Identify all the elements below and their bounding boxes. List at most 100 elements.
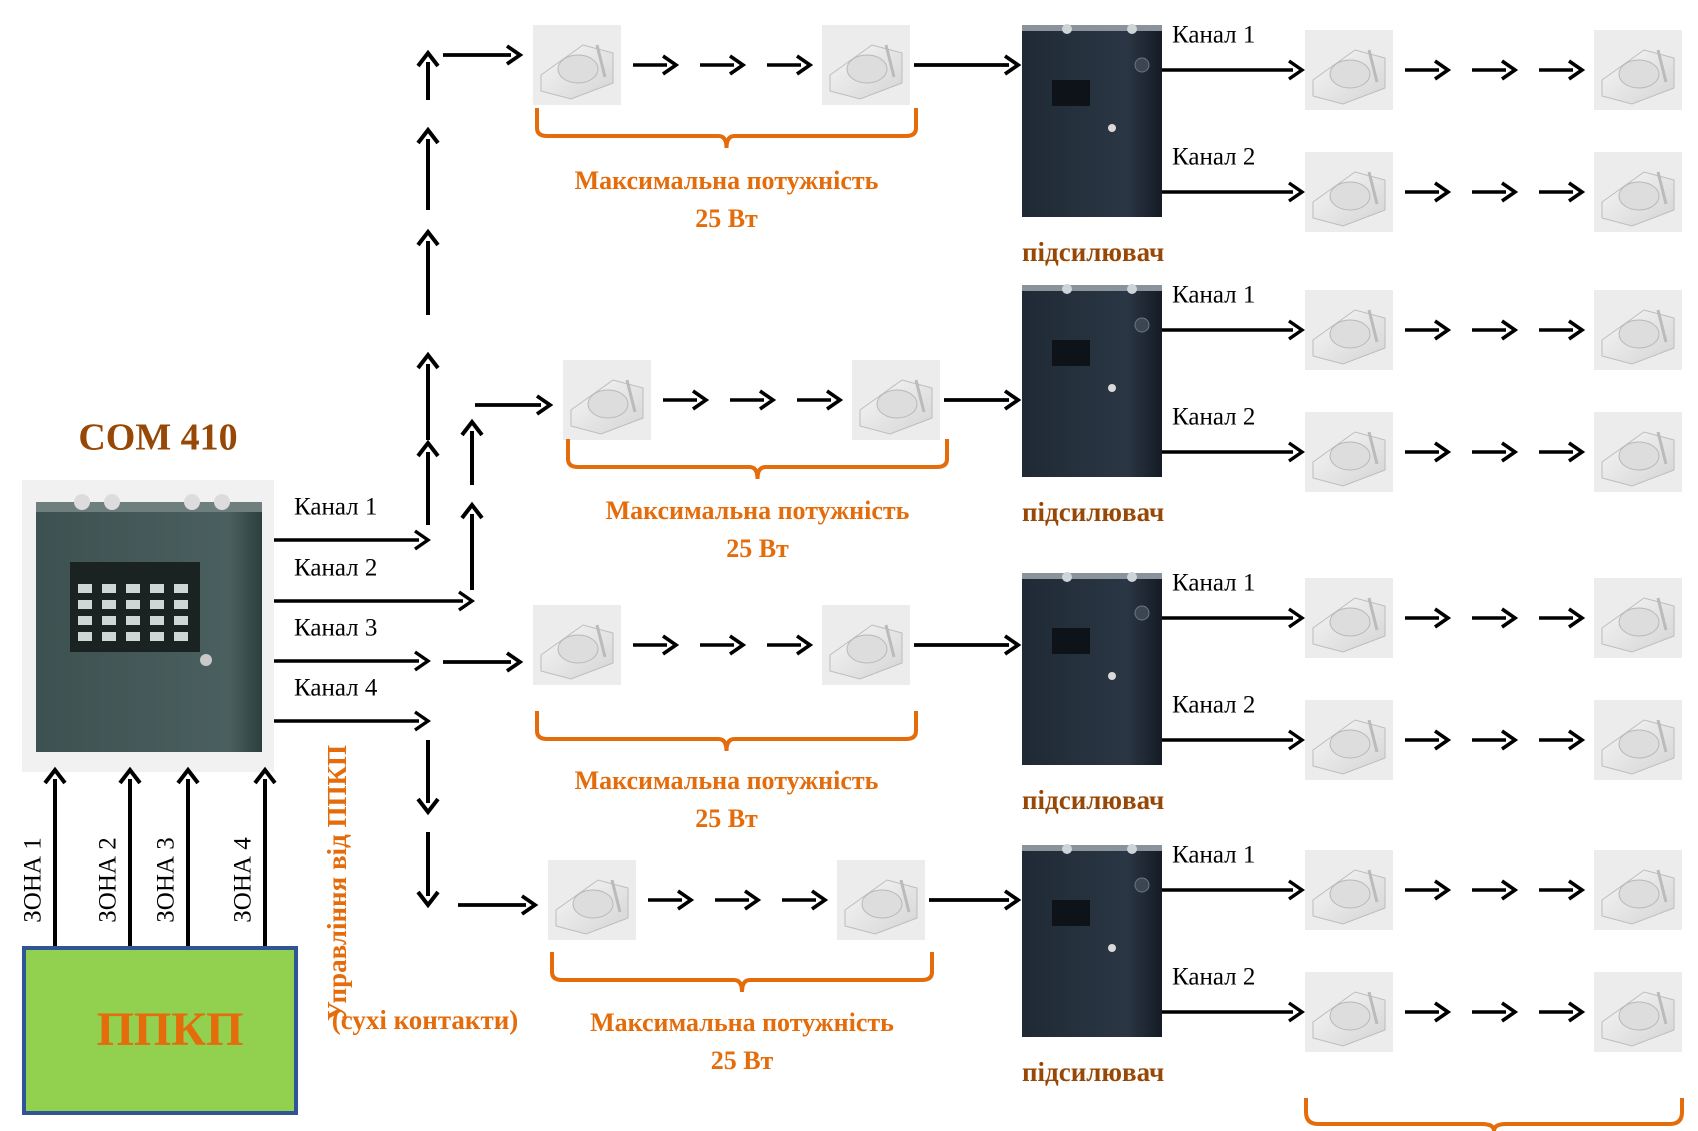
ceiling-speaker-icon xyxy=(1305,152,1393,232)
ceiling-speaker-icon xyxy=(822,605,910,685)
amplifier-label: підсилювач xyxy=(1022,237,1164,267)
keypad-key xyxy=(174,632,188,641)
ceiling-speaker-icon xyxy=(563,360,651,440)
arrowhead xyxy=(1567,879,1586,901)
arrowhead xyxy=(1433,729,1452,751)
power-caption-line1: Максимальна потужність xyxy=(575,766,879,795)
arrowhead xyxy=(505,44,524,66)
arrowhead xyxy=(1433,59,1452,81)
arrowhead xyxy=(1500,879,1519,901)
power-caption-line2: 25 Вт xyxy=(711,1046,774,1075)
keypad-key xyxy=(78,616,92,625)
ceiling-speaker-icon xyxy=(1305,700,1393,780)
speaker-grille xyxy=(587,389,629,419)
speaker-bracket xyxy=(1367,49,1379,83)
amplifier-top xyxy=(1022,285,1162,291)
keypad-key xyxy=(78,600,92,609)
amplifier-channel-label: Канал 2 xyxy=(1172,144,1255,171)
ppkp-label: ППКП xyxy=(97,1003,244,1056)
keypad-key xyxy=(102,584,116,593)
speaker-grille xyxy=(846,54,888,84)
cable-gland xyxy=(184,494,200,510)
arrowhead xyxy=(691,389,710,411)
power-caption-line2: 25 Вт xyxy=(695,204,758,233)
arrowhead xyxy=(1003,634,1022,656)
keypad-key xyxy=(102,616,116,625)
zone-label: ЗОНА 3 xyxy=(153,837,180,922)
ceiling-speaker-icon xyxy=(1305,850,1393,930)
amplifier-label: підсилювач xyxy=(1022,1057,1164,1087)
speaker-bracket xyxy=(884,44,896,78)
speaker-grille xyxy=(572,889,614,919)
arrowhead xyxy=(414,650,431,672)
amplifier-body xyxy=(1022,845,1162,1037)
ceiling-speaker-icon xyxy=(1594,972,1682,1052)
speaker-bracket xyxy=(1656,597,1668,631)
arrowhead xyxy=(676,889,695,911)
arrowhead xyxy=(414,529,431,551)
arrowhead xyxy=(1288,879,1305,901)
speaker-grille xyxy=(1618,59,1660,89)
cable-gland xyxy=(1062,844,1072,854)
speaker-bracket xyxy=(1367,597,1379,631)
speaker-grille xyxy=(557,54,599,84)
amplifier-top xyxy=(1022,25,1162,31)
amplifier-cabinet-icon xyxy=(1022,24,1162,217)
amplifier-channel-label: Канал 1 xyxy=(1172,282,1255,309)
speaker-grille xyxy=(1618,607,1660,637)
amplifier-lock xyxy=(1108,672,1116,680)
arrowhead xyxy=(1500,59,1519,81)
power-caption-line2: 25 Вт xyxy=(726,534,789,563)
speaker-bracket xyxy=(914,379,926,413)
controller-channel-label: Канал 2 xyxy=(294,555,377,582)
speaker-bracket xyxy=(1367,991,1379,1025)
arrowhead xyxy=(1567,441,1586,463)
amplifier-cabinet-icon xyxy=(1022,572,1162,765)
amplifier-channel-label: Канал 1 xyxy=(1172,842,1255,869)
amplifier-lock xyxy=(1108,384,1116,392)
cable-gland xyxy=(1062,572,1072,582)
arrowhead xyxy=(661,54,680,76)
amplifier-channel-label: Канал 2 xyxy=(1172,404,1255,431)
ceiling-speaker-icon xyxy=(1594,850,1682,930)
amplifier-body xyxy=(1022,285,1162,477)
arrowhead xyxy=(1003,889,1022,911)
power-bracket xyxy=(535,108,918,149)
power-bracket xyxy=(535,711,918,752)
amplifier-cabinet-icon xyxy=(1022,284,1162,477)
ceiling-speaker-icon xyxy=(1594,578,1682,658)
speaker-bracket xyxy=(610,879,622,913)
amplifier-channel-label: Канал 1 xyxy=(1172,22,1255,49)
speaker-bracket xyxy=(1656,309,1668,343)
amplifier-top xyxy=(1022,573,1162,579)
arrowhead xyxy=(1567,319,1586,341)
amplifier-channel-label: Канал 2 xyxy=(1172,692,1255,719)
arrowhead xyxy=(118,766,142,785)
ceiling-speaker-icon xyxy=(1305,578,1393,658)
speaker-grille xyxy=(1618,181,1660,211)
keypad-key xyxy=(126,584,140,593)
zone-label: ЗОНА 2 xyxy=(95,837,122,922)
keypad-key xyxy=(150,632,164,641)
ceiling-speaker-icon xyxy=(1305,412,1393,492)
amplifier-vent xyxy=(1134,57,1150,73)
amplifier-top xyxy=(1022,845,1162,851)
arrowhead xyxy=(1288,59,1305,81)
arrowhead xyxy=(825,389,844,411)
arrowhead xyxy=(416,228,440,247)
speaker-grille xyxy=(1329,181,1371,211)
amplifier-channel-label: Канал 2 xyxy=(1172,964,1255,991)
cable-gland xyxy=(1127,572,1137,582)
ceiling-speaker-icon xyxy=(533,605,621,685)
amplifier-lock xyxy=(1108,944,1116,952)
arrowhead xyxy=(728,634,747,656)
control-label: Управління від ППКП xyxy=(322,745,352,1021)
controller-channel-label: Канал 3 xyxy=(294,615,377,642)
keypad-key xyxy=(126,616,140,625)
arrowhead xyxy=(1433,879,1452,901)
arrowhead xyxy=(1288,181,1305,203)
arrowhead xyxy=(1003,389,1022,411)
arrowhead xyxy=(1567,1001,1586,1023)
controller-channel-label: Канал 4 xyxy=(294,675,378,702)
ceiling-speaker-icon xyxy=(822,25,910,105)
